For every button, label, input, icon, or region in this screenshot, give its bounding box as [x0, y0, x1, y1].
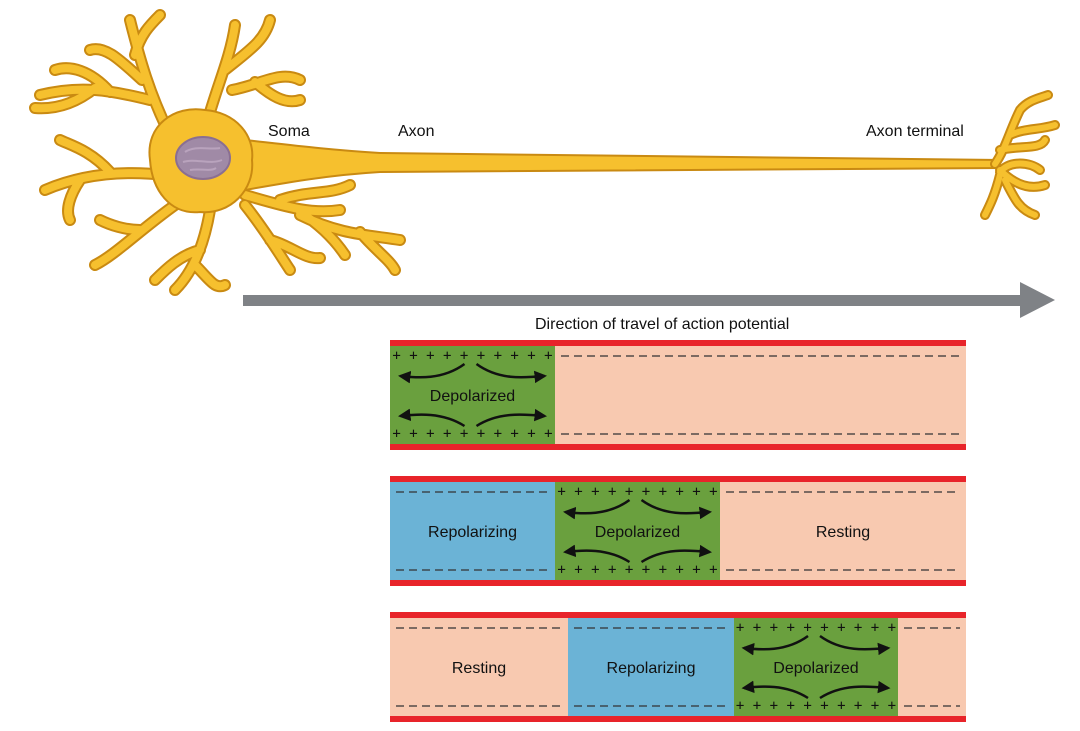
current-arrow — [640, 498, 712, 520]
current-arrow — [640, 544, 712, 564]
current-arrow — [475, 408, 547, 428]
region-fill — [555, 346, 966, 444]
region-depolarized: + + + + + + + + + + + + + + + + + + + + De… — [734, 618, 898, 716]
region-label-repolarizing: Repolarizing — [428, 524, 517, 541]
membrane-top — [390, 612, 966, 618]
region-fill — [720, 482, 966, 580]
soma-label: Soma — [268, 123, 310, 140]
region-repolarizing: Repolarizing — [390, 482, 555, 580]
direction-arrow — [243, 282, 1055, 318]
membrane-strip-2: Repolarizing+ + + + + + + + + ++ + + + +… — [390, 476, 966, 586]
direction-label: Direction of travel of action potential — [535, 316, 789, 333]
region-fill — [898, 618, 966, 716]
region-fill — [390, 346, 555, 444]
plus-charges: + + + + + + + + + + — [736, 620, 896, 636]
membrane-bottom — [390, 444, 966, 450]
current-arrow — [741, 634, 809, 656]
region-repolarizing: Repolarizing — [568, 618, 734, 716]
membrane-bottom — [390, 716, 966, 722]
plus-charges: + + + + + + + + + + — [557, 562, 717, 578]
current-arrow — [398, 408, 466, 428]
region-depolarized: + + + + + + + + + + + + + + + + + + + + De… — [390, 346, 555, 444]
membrane-strip-1: + + + + + + + + + + + + + + + + + + + + De… — [390, 340, 966, 450]
dendrites — [29, 9, 406, 296]
membrane-top — [390, 340, 966, 346]
region-label-resting: Resting — [452, 660, 506, 677]
region-fill — [734, 618, 898, 716]
region-label-repolarizing: Repolarizing — [607, 660, 696, 677]
current-arrow — [563, 544, 631, 564]
neuron: Soma Axon Axon terminal — [29, 9, 1060, 296]
plus-charges: + + + + + + + + + + — [392, 348, 552, 364]
plus-charges: + + + + + + + + + + — [557, 484, 717, 500]
axon — [244, 138, 1001, 192]
region-fill — [390, 618, 568, 716]
nucleus-texture — [182, 147, 223, 171]
axon-terminal-label: Axon terminal — [866, 123, 964, 140]
region-label-resting: Resting — [816, 524, 870, 541]
region-label-depolarized: Depolarized — [773, 660, 858, 677]
membrane-bottom — [390, 580, 966, 586]
current-arrow — [819, 680, 891, 700]
current-arrow — [819, 634, 891, 656]
region-resting — [898, 618, 966, 716]
current-arrow — [475, 362, 547, 384]
current-arrow — [563, 498, 631, 520]
axon-membrane-strips: + + + + + + + + + + + + + + + + + + + + De… — [390, 340, 966, 722]
nucleus — [175, 136, 231, 180]
region-fill — [390, 482, 555, 580]
current-arrow — [398, 362, 466, 384]
axon-terminal — [980, 90, 1060, 220]
region-fill — [568, 618, 734, 716]
axon-label: Axon — [398, 123, 434, 140]
plus-charges: + + + + + + + + + + — [736, 698, 896, 714]
region-depolarized: + + + + + + + + + + + + + + + + + + + + De… — [555, 482, 720, 580]
region-label-depolarized: Depolarized — [430, 388, 515, 405]
region-resting — [555, 346, 966, 444]
membrane-top — [390, 476, 966, 482]
region-fill — [555, 482, 720, 580]
plus-charges: + + + + + + + + + + — [392, 426, 552, 442]
region-label-depolarized: Depolarized — [595, 524, 680, 541]
region-resting: Resting — [390, 618, 568, 716]
current-arrow — [741, 680, 809, 700]
region-resting: Resting — [720, 482, 966, 580]
